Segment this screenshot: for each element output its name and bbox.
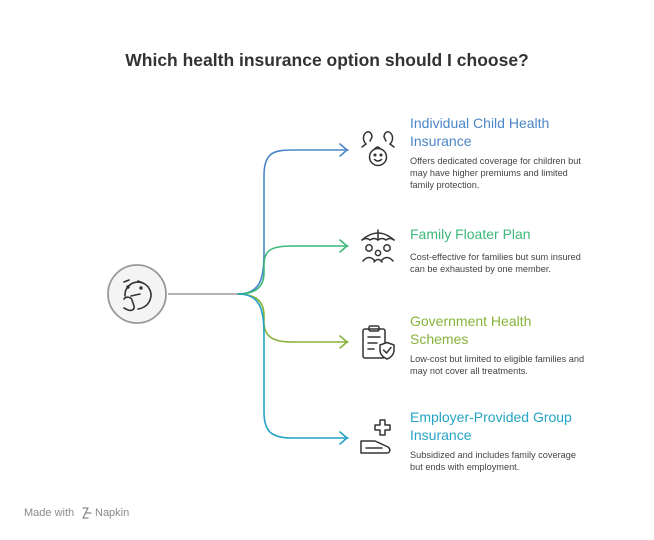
option-2: Family Floater Plan Cost-effective for f… (410, 226, 583, 274)
option-title: Government Health Schemes (410, 313, 535, 347)
arrowhead-option-4 (339, 431, 348, 445)
footer-made-with: Made with (24, 507, 74, 519)
footer-brand: Napkin (95, 507, 129, 519)
option-1: Individual Child Health Insurance Offers… (410, 115, 583, 190)
connector-option-4 (237, 293, 349, 439)
page-title: Which health insurance option should I c… (125, 50, 529, 70)
option-description: Cost-effective for families but sum insu… (410, 252, 583, 274)
connector-lines (168, 143, 349, 445)
family-umbrella-icon (361, 229, 395, 263)
option-description: Subsidized and includes family coverage … (410, 450, 579, 472)
hand-medical-cross-icon (360, 419, 391, 454)
connector-option-3 (237, 293, 349, 343)
footer: Made with Napkin (24, 507, 129, 519)
arrowhead-option-3 (339, 335, 348, 349)
clipboard-check-icon (362, 325, 395, 360)
option-title: Employer-Provided Group Insurance (410, 409, 576, 443)
center-node (107, 264, 167, 324)
arrowhead-option-1 (339, 143, 348, 157)
napkin-logo-icon (82, 507, 92, 519)
thinking-face-icon (123, 279, 152, 312)
option-3: Government Health Schemes Low-cost but l… (410, 313, 587, 376)
option-title: Individual Child Health Insurance (410, 115, 553, 149)
child-protection-icon (361, 131, 395, 167)
connector-option-1 (237, 149, 349, 295)
connector-option-2 (237, 245, 349, 295)
option-title: Family Floater Plan (410, 226, 531, 242)
option-description: Low-cost but limited to eligible familie… (410, 354, 587, 376)
arrowhead-option-2 (339, 239, 348, 253)
option-description: Offers dedicated coverage for children b… (410, 156, 583, 190)
option-4: Employer-Provided Group Insurance Subsid… (410, 409, 579, 472)
